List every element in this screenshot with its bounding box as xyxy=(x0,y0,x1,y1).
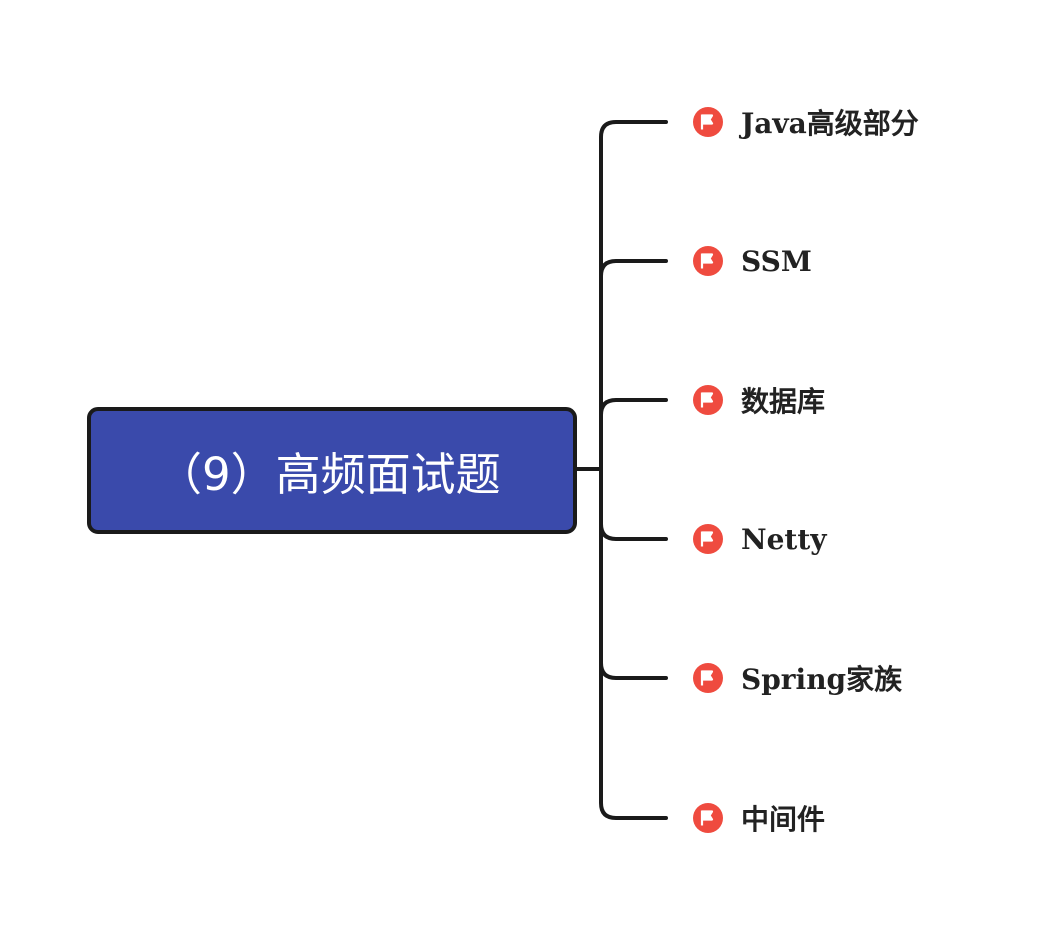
branch-connector-spring xyxy=(599,661,668,680)
branch-label: 数据库 xyxy=(741,385,826,418)
branch-connector-netty xyxy=(599,522,668,541)
flag-icon xyxy=(693,524,723,554)
branch-label: Java高级部分 xyxy=(741,107,919,140)
branch-middleware[interactable]: 中间件 xyxy=(693,801,826,836)
branch-label: Spring家族 xyxy=(741,663,903,696)
branch-database[interactable]: 数据库 xyxy=(693,383,826,418)
trunk-line xyxy=(599,120,668,820)
branch-connector-database xyxy=(599,398,668,417)
flag-icon xyxy=(693,803,723,833)
flag-icon xyxy=(693,385,723,415)
branch-label: 中间件 xyxy=(741,803,826,836)
flag-icon xyxy=(693,663,723,693)
flag-icon xyxy=(693,246,723,276)
branch-ssm[interactable]: SSM xyxy=(693,244,812,278)
branch-label: SSM xyxy=(741,244,812,278)
branch-connector-ssm xyxy=(599,259,668,278)
branch-label: Netty xyxy=(741,522,827,556)
root-topic-label: （9）高频面试题 xyxy=(157,448,501,501)
branch-java-advanced[interactable]: Java高级部分 xyxy=(693,105,919,140)
flag-icon xyxy=(693,107,723,137)
branch-spring-family[interactable]: Spring家族 xyxy=(693,661,903,696)
root-topic-node[interactable]: （9）高频面试题 xyxy=(87,407,577,534)
branch-netty[interactable]: Netty xyxy=(693,522,827,556)
